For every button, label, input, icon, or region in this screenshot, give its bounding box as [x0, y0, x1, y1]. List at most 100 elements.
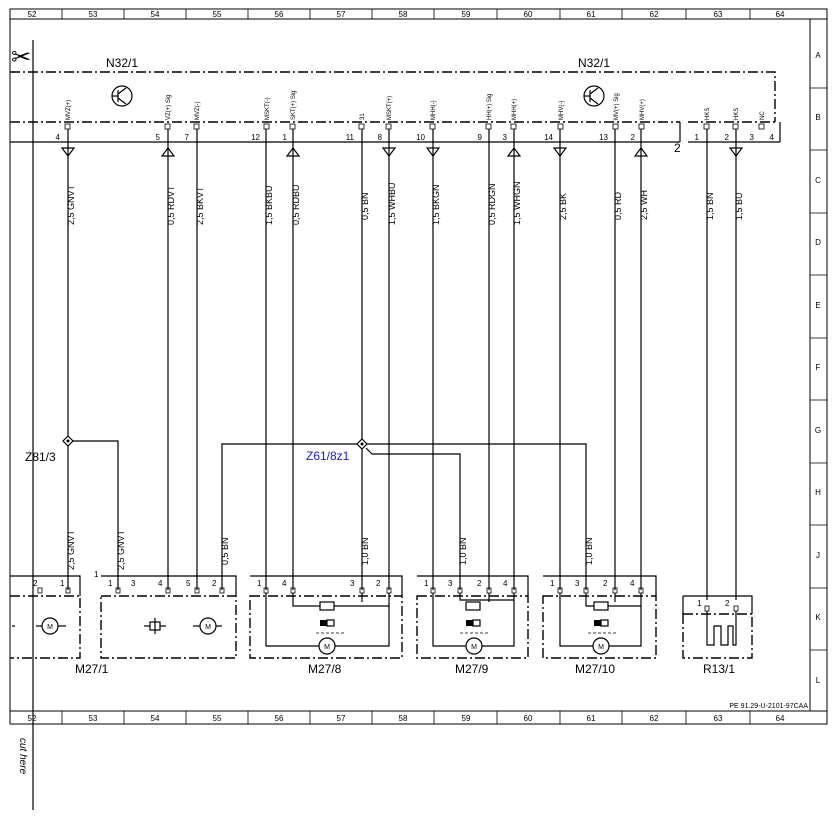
col-label: 57 [337, 714, 346, 723]
signal-label: HKS [734, 108, 740, 120]
wire-label: 0,5 RDBU [291, 184, 301, 225]
pin-number: 1 [60, 579, 65, 588]
component-name: M27/10 [575, 662, 615, 676]
signal-label: MHH(+) [512, 99, 518, 120]
component-m27-10: 1 3 2 4 M M27/10 [542, 575, 657, 676]
pin-number: 3 [350, 579, 355, 588]
component-name: R13/1 [703, 662, 735, 676]
motor-icon: M [324, 644, 330, 651]
transistor-icon [111, 85, 133, 107]
col-label: 55 [213, 10, 222, 19]
column-labels-bottom: 52 53 54 55 56 57 58 59 60 61 62 63 64 [28, 714, 785, 723]
col-label: 52 [28, 714, 37, 723]
wire-label: 1,5 BN [705, 192, 715, 220]
connector-name-right: N32/1 [578, 56, 610, 70]
splice-label: Z61/8z1 [306, 449, 350, 463]
row-label: J [816, 551, 820, 560]
row-label: G [815, 426, 821, 435]
pin-number: 3 [575, 579, 580, 588]
pin-number: 1 [550, 579, 555, 588]
pin-number: 9 [478, 133, 483, 142]
col-label: 52 [28, 10, 37, 19]
signal-label: SKT(+) Sig [291, 90, 297, 120]
motor-icon: M [598, 644, 604, 651]
pin-number: 3 [131, 579, 136, 588]
wire-label: 1,0 BN [360, 537, 370, 565]
wire-label: 1,5 BKGN [431, 184, 441, 225]
pin-number: 2 [603, 579, 608, 588]
col-label: 54 [151, 714, 160, 723]
pin-number: 5 [186, 579, 191, 588]
pin-number: 4 [770, 133, 775, 142]
cut-line: ✂ cut here [11, 40, 34, 810]
col-label: 58 [399, 714, 408, 723]
pin-numbers: 4 5 7 12 1 11 8 10 9 3 14 13 2 1 2 3 4 [56, 133, 775, 142]
signal-label: MHH(-) [431, 100, 437, 120]
col-label: 56 [275, 10, 284, 19]
connector-name-left: N32/1 [106, 56, 138, 70]
splice-label: Z81/3 [25, 450, 56, 464]
potentiometer-icon [144, 618, 166, 634]
lower-wire-labels: 2,5 GNVT 2,5 GNVT 0,5 BN 1,0 BN 1,0 BN 1… [66, 529, 594, 570]
row-label: H [815, 488, 821, 497]
pin-number: 13 [599, 133, 608, 142]
signal-label: MVZ(+) [66, 100, 72, 120]
component-r13-1: 1 2 R13/1 [682, 595, 753, 676]
transistor-icon [583, 85, 605, 107]
col-label: 62 [650, 10, 659, 19]
wire-labels: 2,5 GNVT 0,5 RDVT 2,5 BKVT 1,5 BKBU 0,5 … [66, 181, 744, 225]
wire-label: 2,5 GNVT [66, 529, 76, 570]
component-name: M27/8 [308, 662, 342, 676]
component-m27-1: 2 1 M M27/1 [10, 575, 109, 676]
splice-z81: Z81/3 [25, 435, 119, 590]
pin-number: 2 [376, 579, 381, 588]
row-label: L [816, 676, 821, 685]
pin-number: 1 [108, 579, 113, 588]
wire-label: 2,5 GNVT [116, 529, 126, 570]
pin-number: 2 [212, 579, 217, 588]
column-labels-top: 52 53 54 55 56 57 58 59 60 61 62 63 64 [28, 10, 785, 19]
component-m27-9: 1 3 2 4 M M27/9 [416, 575, 529, 676]
wire-label: 0,5 BN [220, 537, 230, 565]
col-label: 57 [337, 10, 346, 19]
col-label: 59 [462, 714, 471, 723]
col-label: 64 [776, 10, 785, 19]
signal-label: NC [760, 111, 766, 120]
pin-number: 1 [695, 133, 700, 142]
pin-number: 3 [503, 133, 508, 142]
pin-number: 3 [750, 133, 755, 142]
pin-number: 10 [416, 133, 425, 142]
wires [67, 129, 737, 600]
signal-label: HKS [705, 108, 711, 120]
pin-number: 4 [503, 579, 508, 588]
row-label: E [815, 301, 820, 310]
wire-label: 1,5 BKBU [264, 185, 274, 225]
cut-here-label: cut here [17, 738, 28, 775]
pin-number: 2 [725, 133, 730, 142]
pin-number: 4 [56, 133, 61, 142]
signal-labels: MVZ(+) VZ(+) Sig MVZ(-) MSKT(-) SKT(+) S… [66, 90, 766, 120]
col-label: 53 [89, 714, 98, 723]
pin-stubs [64, 123, 765, 130]
motor-icon: M [471, 644, 477, 651]
motor-icon: M [47, 624, 53, 631]
pin-number: 11 [346, 133, 355, 142]
col-label: 64 [776, 714, 785, 723]
signal-label: MVZ(-) [195, 101, 201, 120]
row-label: D [815, 238, 821, 247]
wire-label: 1,0 BN [584, 537, 594, 565]
hks-connector-number: 2 [674, 141, 681, 155]
signal-label: HH(+) Sig [487, 93, 493, 120]
pin-number: 1 [257, 579, 262, 588]
wire-label: 1,0 BN [458, 537, 468, 565]
col-label: 60 [524, 714, 533, 723]
col-label: 53 [89, 10, 98, 19]
wire-label: 1,5 WHGN [512, 181, 522, 225]
col-label: 56 [275, 714, 284, 723]
pin-number: 2 [631, 133, 636, 142]
scissors-icon: ✂ [11, 44, 31, 71]
pin-number: 2 [725, 599, 730, 608]
row-label: A [815, 51, 821, 60]
splice-z61: Z61/8z1 [221, 438, 587, 590]
